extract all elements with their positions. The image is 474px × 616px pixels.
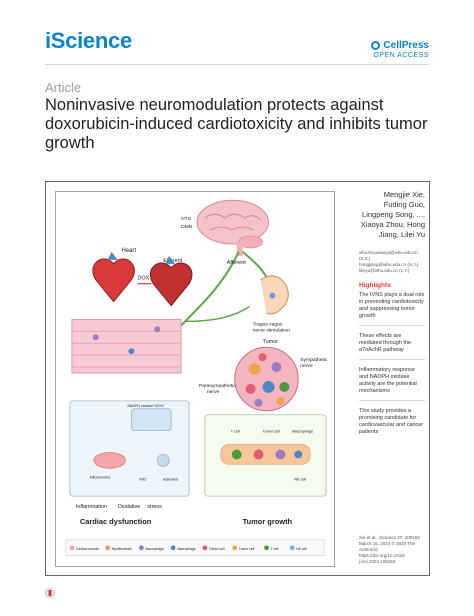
legend-macrophage-2: Macrophage <box>177 547 196 551</box>
tumor-growth-label: Tumor growth <box>243 517 293 526</box>
highlight-item: The tVNS plays a dual role in preventing… <box>359 292 425 326</box>
crossmark-icon[interactable] <box>45 588 55 598</box>
tumor-cell-label: Tumor cell <box>263 430 281 434</box>
cellpress-brand: CellPress <box>371 40 429 51</box>
citation-block: Xie et al., iScience 27, 109163 March 15… <box>359 535 425 565</box>
citation-line: Author(s). <box>359 547 379 552</box>
tragus-label-2: nerve stimulation <box>253 327 291 333</box>
stress-label: stress <box>147 504 162 510</box>
oxidative-label: Oxidative <box>118 504 141 510</box>
doi-link[interactable]: https://doi.org/10.1016/ <box>359 553 406 558</box>
article-type-label: Article <box>45 80 82 95</box>
citation-line: March 15, 2024 © 2024 The <box>359 541 416 546</box>
macrophage-label: Macrophage <box>292 430 313 434</box>
legend-tumor-cell-1: Tumor cell <box>209 547 225 551</box>
mitochondria-label: Mitochondria <box>90 475 110 479</box>
nrf2-label: Nrf2 <box>139 477 146 481</box>
abstract-sidebar: Mengjie Xie, Fuding Guo, Lingpeng Song, … <box>345 182 427 575</box>
tumor-label: Tumor <box>263 339 279 345</box>
legend-myofibroblast: Myofibroblast <box>112 547 132 551</box>
legend-macrophage-1: Macrophage <box>145 547 164 551</box>
graphical-abstract-figure: NTS DMN Efferent Afferent Tragus vagus n… <box>65 199 328 557</box>
tragus-label: Tragus vagus <box>253 321 283 327</box>
figure-legend: Cardiac muscle Myofibroblast Macrophage … <box>65 539 325 557</box>
article-title: Noninvasive neuromodulation protects aga… <box>45 96 428 152</box>
sympathetic-label-2: nerve <box>300 363 313 369</box>
legend-swatch-macrophage-1 <box>139 545 144 551</box>
afferent-label: Afferent <box>227 260 246 266</box>
doi-link-2[interactable]: j.isci.2024.109163 <box>359 559 396 564</box>
correspondence-email-1[interactable]: whuzhouxiaoya@whu.edu.cn <box>359 250 418 255</box>
legend-nk-cell: NK cell <box>296 547 307 551</box>
header-divider <box>45 64 429 65</box>
cellpress-logo[interactable]: CellPress OPEN ACCESS <box>371 40 429 59</box>
highlights-list: The tVNS plays a dual role in preventing… <box>359 292 425 448</box>
parasympathetic-nerve-line <box>185 305 251 323</box>
legend-swatch-macrophage-2 <box>170 545 176 551</box>
legend-swatch-t-cell <box>264 545 269 551</box>
legend-t-cell: T cell <box>270 547 278 551</box>
highlight-item: This study provides a promising candidat… <box>359 408 424 435</box>
legend-swatch-tumor-cell-2 <box>232 545 238 551</box>
cardiac-dysfunction-label: Cardiac dysfunction <box>80 517 152 526</box>
legend-swatch-myofibroblast <box>105 545 111 551</box>
tumor-mechanism-panel: T cell Tumor cell Macrophage NK cell <box>204 414 327 497</box>
highlight-item: These effects are mediated through the α… <box>359 333 425 360</box>
parasympathetic-label-2: nerve <box>207 389 220 395</box>
efferent-label: Efferent <box>163 258 182 264</box>
cardiac-mechanism-panel: NADPH oxidase NOX2 Mitochondria Nrf2 Act… <box>69 400 190 497</box>
correspondence-tag-1: (X.Z.) <box>359 256 371 261</box>
correspondence-list: whuzhouxiaoya@whu.edu.cn (X.Z.) hongjian… <box>359 250 425 274</box>
tumor-mass <box>234 346 299 412</box>
brain-illustration <box>196 199 269 256</box>
legend-swatch-tumor-cell-1 <box>202 545 208 551</box>
publisher-name: CellPress <box>383 40 429 51</box>
heart-damaged <box>150 255 193 307</box>
activated-label: Activated <box>163 477 178 481</box>
nts-label: NTS <box>181 216 192 222</box>
parasympathetic-label: Parasympathetic <box>199 383 236 389</box>
heart-label: Heart <box>122 248 137 254</box>
correspondence-email-2[interactable]: hongjiang@whu.edu.cn (H.J.) <box>359 262 419 267</box>
nadph-label: NADPH oxidase NOX2 <box>127 404 163 408</box>
nk-cell-label: NK cell <box>294 477 306 481</box>
graphical-abstract: NTS DMN Efferent Afferent Tragus vagus n… <box>55 191 335 567</box>
open-access-label: OPEN ACCESS <box>373 52 429 59</box>
citation-line: Xie et al., iScience 27, 109163 <box>359 535 420 540</box>
cellpress-icon <box>371 41 381 50</box>
legend-swatch-nk-cell <box>289 545 295 551</box>
highlight-item: Inflammatory response and NADPH oxidase … <box>359 367 425 401</box>
abstract-panel: NTS DMN Efferent Afferent Tragus vagus n… <box>45 181 430 576</box>
legend-cardiac-muscle: Cardiac muscle <box>76 547 99 551</box>
inflammation-label: Inflammation <box>76 504 107 510</box>
author-list[interactable]: Mengjie Xie, Fuding Guo, Lingpeng Song, … <box>360 190 425 239</box>
correspondence-email-3[interactable]: lileiyu@whu.edu.cn (L.Y.) <box>359 268 410 273</box>
dmn-label: DMN <box>181 224 193 230</box>
journal-name: iScience <box>45 28 132 53</box>
dox-label: DOX <box>137 276 149 282</box>
ear-illustration <box>260 275 289 315</box>
legend-swatch-cardiac-muscle <box>69 545 75 551</box>
sympathetic-label: Sympathetic <box>300 357 328 363</box>
highlights-heading: Highlights <box>359 282 391 289</box>
t-cell-label: T cell <box>231 430 240 434</box>
cardiac-tissue <box>71 319 182 374</box>
heart-normal <box>92 251 135 303</box>
legend-tumor-cell-2: Tumor cell <box>239 547 255 551</box>
